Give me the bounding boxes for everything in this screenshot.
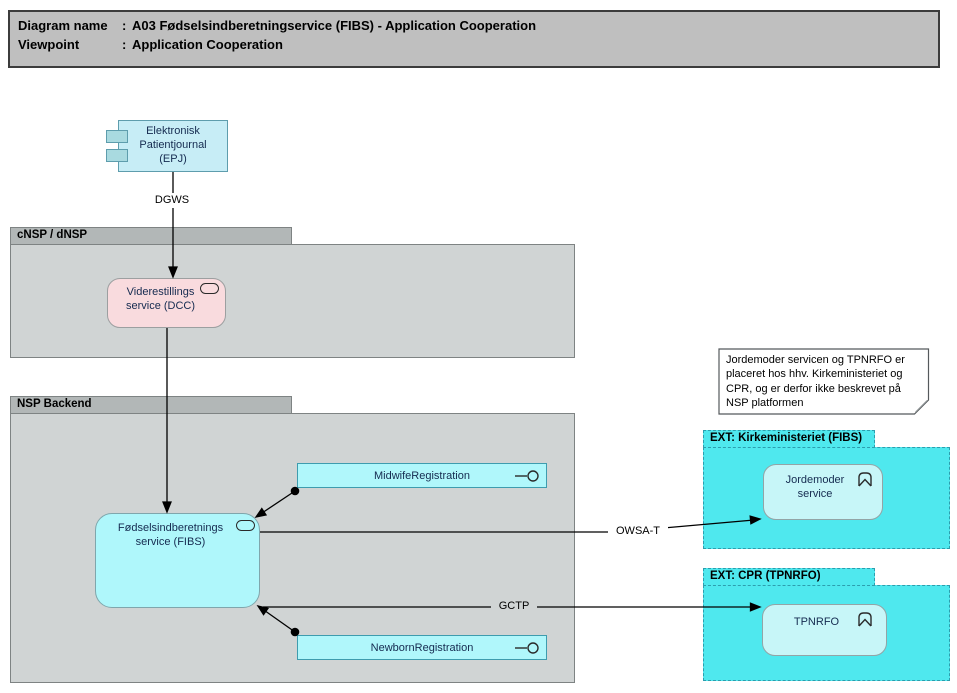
diagram-title-bar: Diagram name : A03 Fødselsindberetningse… — [8, 10, 940, 68]
viewpoint-colon: : — [122, 37, 127, 52]
title-value: A03 Fødselsindberetningservice (FIBS) - … — [132, 18, 537, 33]
application-service-icon — [200, 283, 219, 294]
note-box[interactable]: Jordemoder servicen og TPNRFO er placere… — [718, 348, 930, 415]
node-dcc-service[interactable]: Viderestillings service (DCC) — [107, 278, 226, 328]
interface-label: MidwifeRegistration — [374, 469, 470, 482]
viewpoint-value: Application Cooperation — [132, 37, 283, 52]
node-epj-component[interactable]: Elektronisk Patientjournal (EPJ) — [118, 120, 228, 172]
interface-label: NewbornRegistration — [370, 641, 474, 654]
viewpoint-label: Viewpoint — [18, 37, 80, 52]
chevron-up-icon — [858, 612, 872, 627]
connector-label-owsat[interactable]: OWSA-T — [608, 524, 668, 539]
title-label: Diagram name — [18, 18, 108, 33]
component-port-icon — [106, 149, 128, 162]
container-nsp-backend-tab[interactable]: NSP Backend — [10, 396, 292, 414]
node-fibs-service[interactable]: Fødselsindberetnings service (FIBS) — [95, 513, 260, 608]
title-row-viewpoint: Viewpoint : Application Cooperation — [18, 35, 938, 54]
component-port-icon — [106, 130, 128, 143]
node-newborn-registration-interface[interactable]: NewbornRegistration — [297, 635, 547, 660]
container-cnsp-dnsp-tab[interactable]: cNSP / dNSP — [10, 227, 292, 245]
node-midwife-registration-interface[interactable]: MidwifeRegistration — [297, 463, 547, 488]
title-colon: : — [122, 18, 127, 33]
note-text: Jordemoder servicen og TPNRFO er placere… — [726, 354, 905, 409]
interface-lollipop-icon — [515, 642, 539, 654]
container-cnsp-dnsp-body[interactable] — [10, 244, 575, 358]
title-row-diagram-name: Diagram name : A03 Fødselsindberetningse… — [18, 16, 938, 35]
node-tpnrfo[interactable]: TPNRFO — [762, 604, 887, 656]
application-service-icon — [236, 520, 255, 531]
connector-label-dgws[interactable]: DGWS — [150, 193, 194, 208]
container-ext-cpr-tab[interactable]: EXT: CPR (TPNRFO) — [703, 568, 875, 586]
connector-label-gctp[interactable]: GCTP — [491, 599, 537, 614]
container-ext-kirkeministeriet-tab[interactable]: EXT: Kirkeministeriet (FIBS) — [703, 430, 875, 448]
note-shape — [718, 348, 930, 415]
chevron-up-icon — [858, 472, 872, 487]
interface-lollipop-icon — [515, 470, 539, 482]
